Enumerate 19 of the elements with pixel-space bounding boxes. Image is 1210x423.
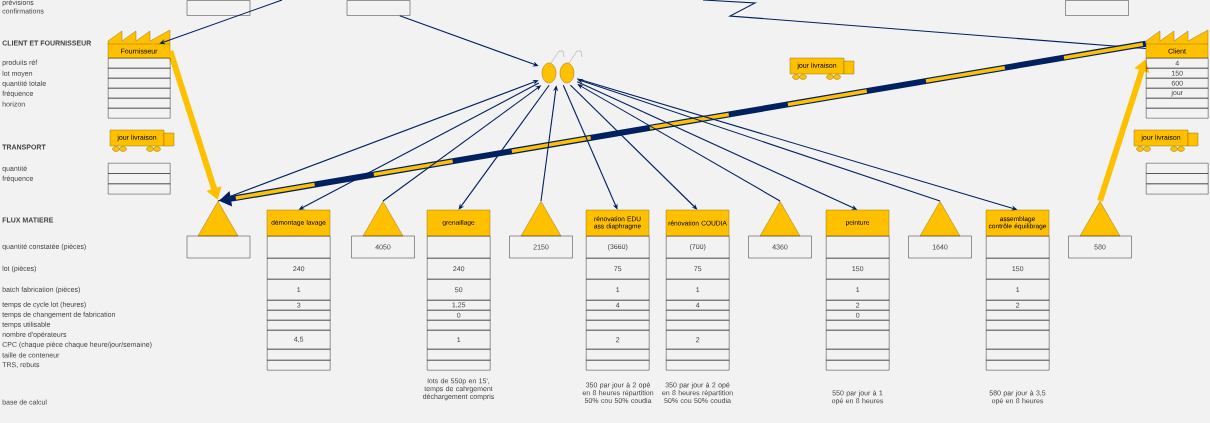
arrow xyxy=(159,0,283,45)
stock-box xyxy=(1065,0,1129,16)
arrow xyxy=(399,15,539,67)
inventory-triangle xyxy=(1079,201,1121,237)
arrow xyxy=(577,84,781,202)
stock-box xyxy=(186,235,251,259)
inventory-triangle xyxy=(197,201,239,237)
arrow xyxy=(217,79,539,202)
arrow xyxy=(458,84,550,210)
stock-box xyxy=(346,0,411,16)
arrow xyxy=(562,84,618,210)
inventory-triangle xyxy=(759,201,801,237)
glasses-drawing xyxy=(541,50,583,84)
arrow xyxy=(569,84,698,210)
inventory-triangle xyxy=(919,201,961,237)
connector-line xyxy=(702,0,1147,50)
inventory-triangle xyxy=(520,201,562,237)
inventory-triangle xyxy=(362,201,404,237)
stock-box xyxy=(186,0,251,16)
